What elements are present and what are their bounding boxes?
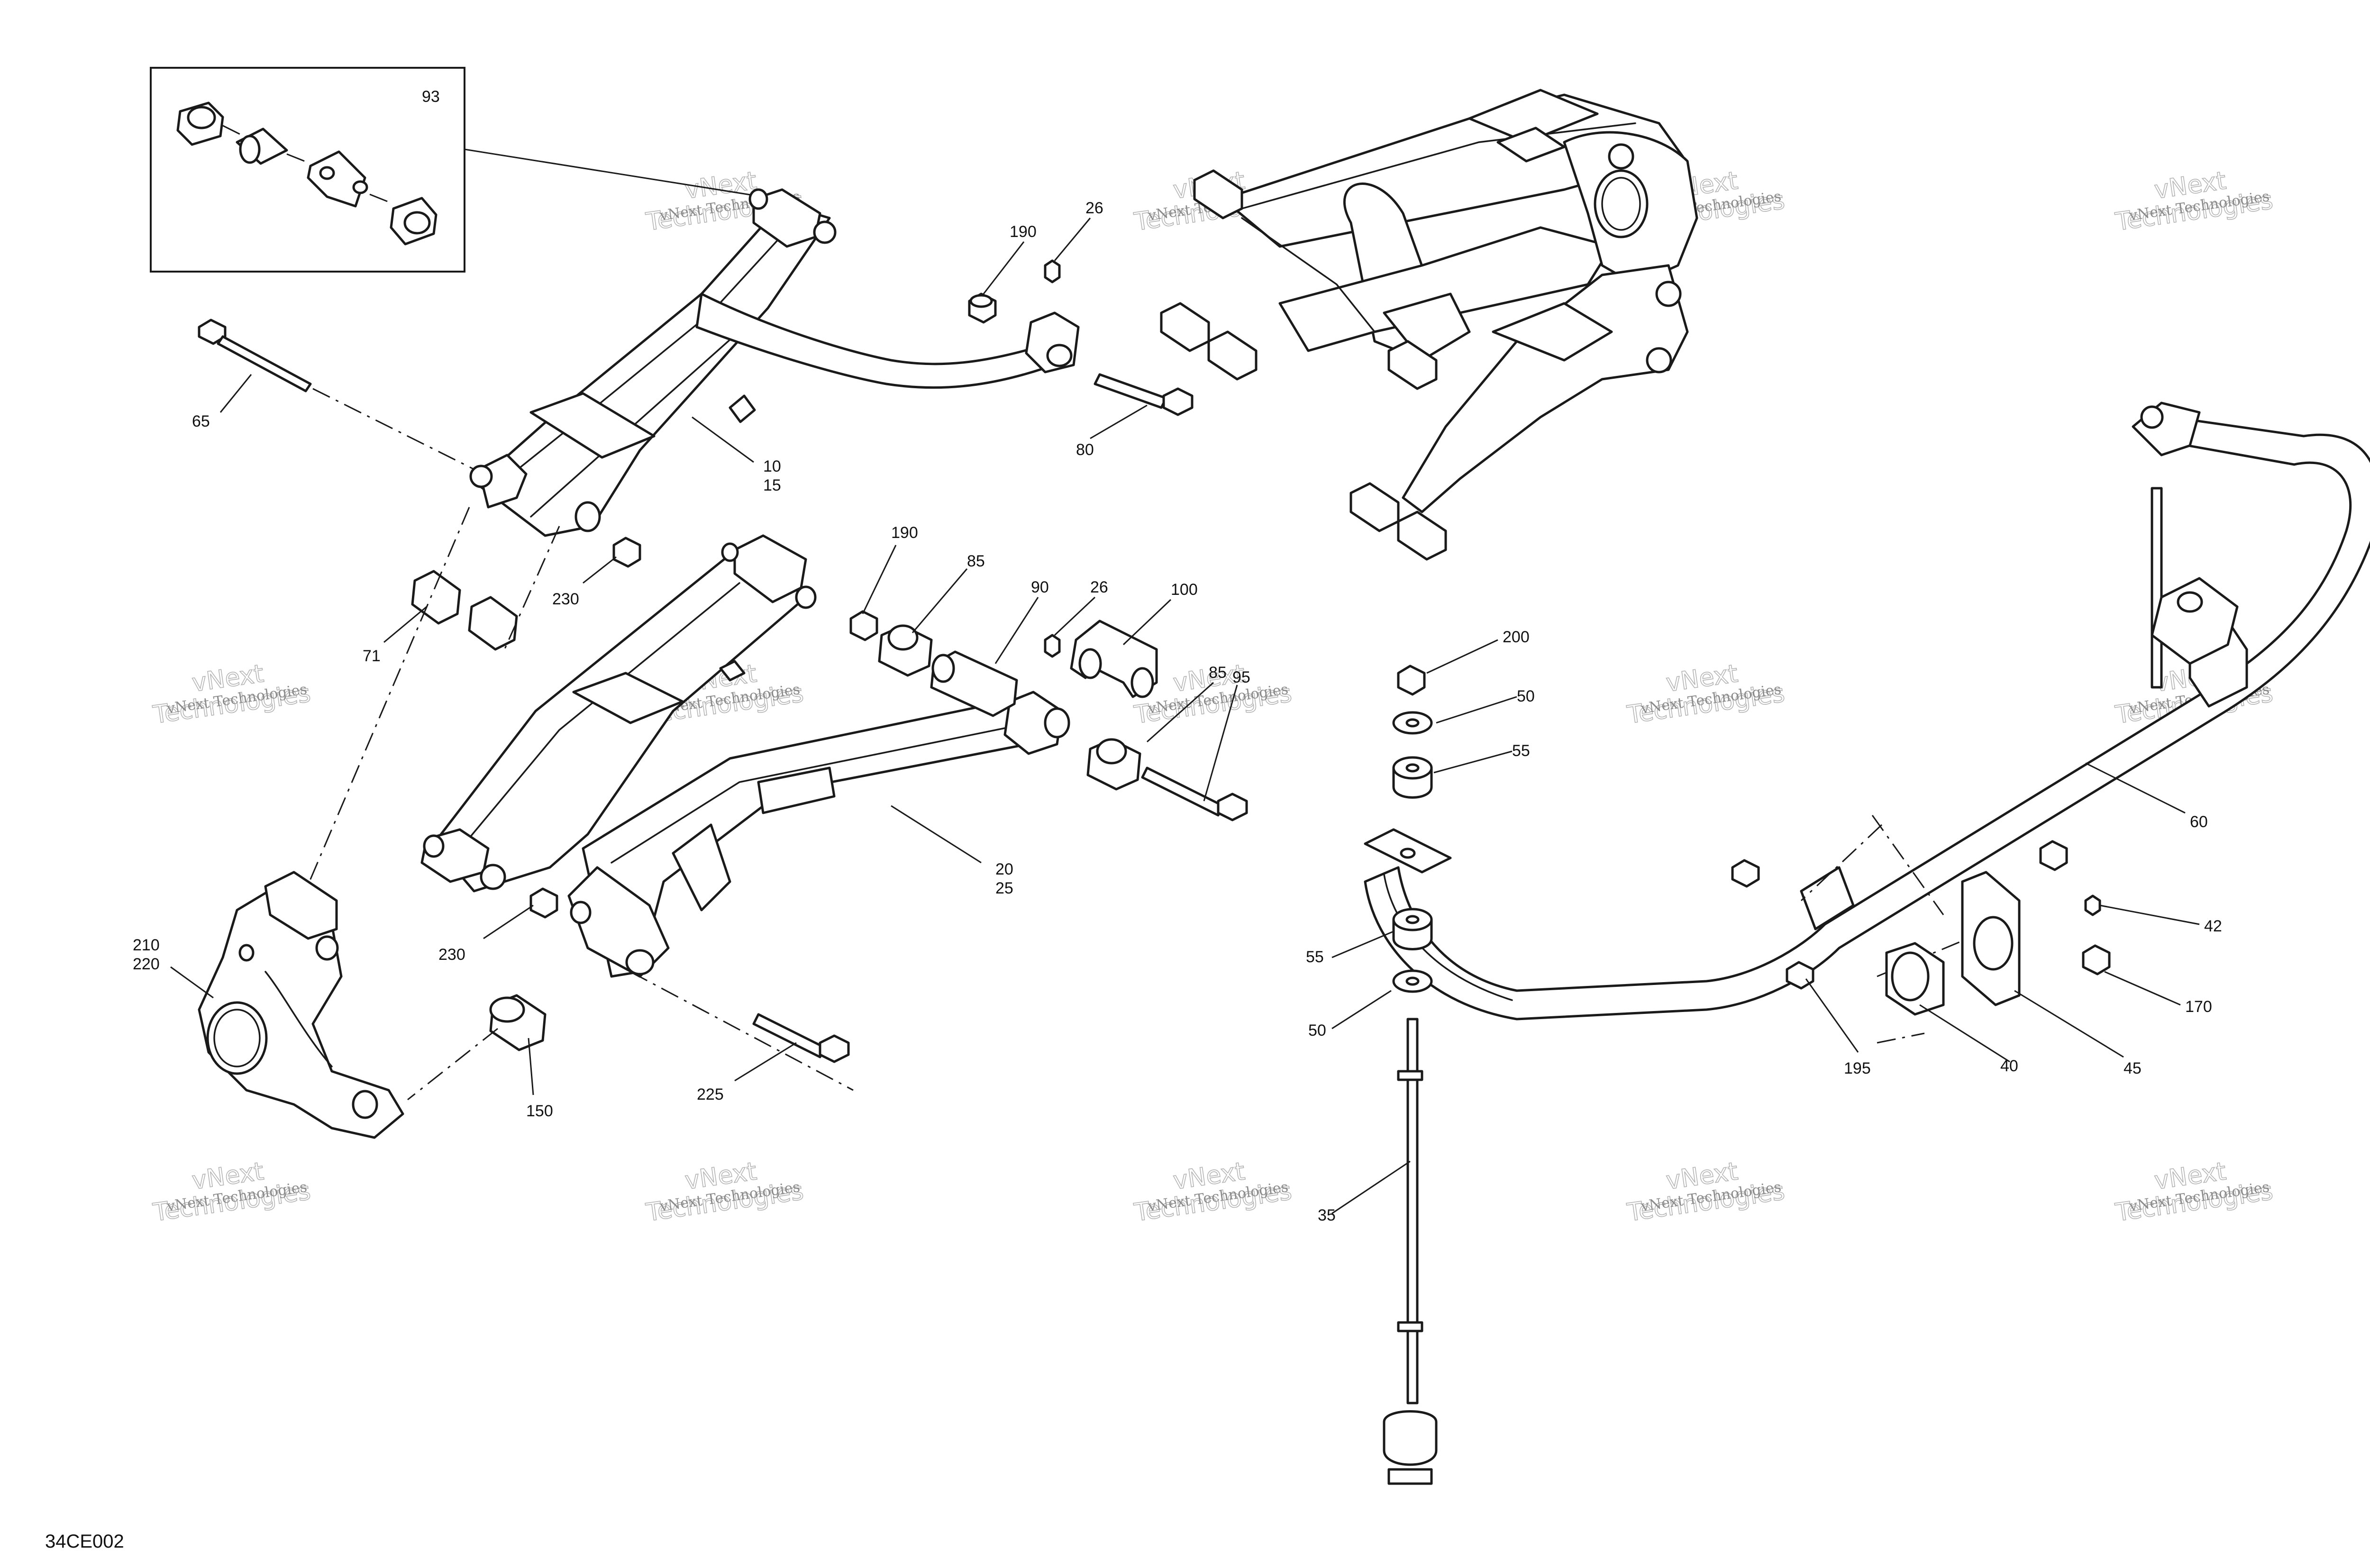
washer-50-top xyxy=(1392,711,1433,735)
nut-42 xyxy=(2084,894,2101,916)
callout-80: 80 xyxy=(1076,441,1094,459)
callout-26-upper: 26 xyxy=(1085,199,1103,217)
diagram-reference-code: 34CE002 xyxy=(45,1531,124,1552)
callout-50-top: 50 xyxy=(1517,687,1535,705)
bolt-65 xyxy=(198,319,312,392)
lower-arm-knuckle-mount xyxy=(567,866,670,978)
assembled-suspension-view xyxy=(1160,89,1698,561)
leader-10 xyxy=(692,416,754,463)
bushing-71 xyxy=(411,570,518,651)
inset-bracket xyxy=(307,150,366,208)
upper-a-arm xyxy=(469,188,1080,537)
callout-190-lower: 190 xyxy=(891,524,918,542)
knuckle xyxy=(198,871,404,1139)
inset-flange-bushing-right xyxy=(390,197,438,246)
bushing-40 xyxy=(1885,942,1945,1016)
callout-20: 20 xyxy=(995,860,1013,878)
bushing-kit-inset xyxy=(150,67,778,273)
nut-190-lower xyxy=(849,610,878,641)
callout-95: 95 xyxy=(1232,668,1250,686)
bushing-55-top xyxy=(1392,756,1433,799)
callout-230-upper: 230 xyxy=(552,590,579,608)
lower-a-arm xyxy=(420,534,1070,978)
callout-35: 35 xyxy=(1318,1206,1336,1224)
bolt-95 xyxy=(1141,766,1248,821)
bolt-80 xyxy=(1094,373,1194,416)
callout-190-upper: 190 xyxy=(1010,223,1037,241)
callout-10: 10 xyxy=(763,457,781,475)
callout-15: 15 xyxy=(763,476,781,494)
bolt-225 xyxy=(752,1013,850,1063)
callout-26-lower: 26 xyxy=(1090,578,1108,596)
leader-20 xyxy=(891,805,982,864)
callout-220: 220 xyxy=(133,955,160,973)
grease-fitting-26-upper xyxy=(1044,259,1061,283)
bushing-85-right xyxy=(1086,738,1141,791)
nut-230-lower xyxy=(529,887,558,919)
knuckle-bore xyxy=(206,1001,268,1075)
grease-fitting-26-lower xyxy=(1044,634,1061,658)
callout-195: 195 xyxy=(1844,1059,1871,1077)
inset-frame xyxy=(150,67,465,273)
nut-200 xyxy=(1397,665,1426,696)
callout-60: 60 xyxy=(2190,813,2208,831)
callout-50-bottom: 50 xyxy=(1308,1021,1326,1039)
washer-50-bottom xyxy=(1392,969,1433,993)
bushing-55-bottom xyxy=(1392,908,1433,950)
inset-flange-bushing-left xyxy=(176,101,224,146)
callout-42: 42 xyxy=(2204,917,2222,935)
callout-230-lower: 230 xyxy=(438,946,465,964)
callout-225: 225 xyxy=(697,1085,724,1103)
callout-55-bottom: 55 xyxy=(1306,948,1324,966)
sway-bar xyxy=(1364,401,2370,1021)
callout-71: 71 xyxy=(363,647,381,665)
inset-leader-line xyxy=(464,148,778,200)
sleeve-90 xyxy=(930,650,1018,717)
upper-arm-plate xyxy=(529,392,656,459)
bracket-100 xyxy=(1070,620,1158,698)
bushing-85-left xyxy=(878,624,933,677)
bolt-170-top xyxy=(2039,840,2068,871)
nut-190-upper xyxy=(968,292,997,324)
callout-100: 100 xyxy=(1171,581,1198,599)
nut-195-right xyxy=(1786,961,1814,990)
mounting-bracket xyxy=(1364,828,1452,874)
callout-85-right: 85 xyxy=(1209,664,1227,682)
nut-195-left xyxy=(1731,859,1760,888)
link-rod-35 xyxy=(1383,1018,1438,1485)
callout-210: 210 xyxy=(133,936,160,954)
nut-230-upper xyxy=(612,537,641,568)
callout-150: 150 xyxy=(526,1102,553,1120)
lower-arm-plate xyxy=(572,672,684,724)
callout-45: 45 xyxy=(2124,1059,2142,1077)
callout-200: 200 xyxy=(1503,628,1530,646)
callout-40: 40 xyxy=(2000,1057,2018,1075)
callout-85-left: 85 xyxy=(967,552,985,570)
callout-170: 170 xyxy=(2185,998,2212,1016)
clamp-45 xyxy=(1961,871,2021,1006)
callout-labels: 93 190 26 65 10 15 80 230 71 190 85 90 2… xyxy=(133,88,2222,1224)
callout-93: 93 xyxy=(422,88,440,106)
bolt-170-bottom xyxy=(2082,944,2111,975)
callout-65: 65 xyxy=(192,412,210,430)
callout-55-top: 55 xyxy=(1512,742,1530,760)
callout-90: 90 xyxy=(1031,578,1049,596)
callout-25: 25 xyxy=(995,879,1013,897)
bushing-150 xyxy=(489,994,547,1051)
